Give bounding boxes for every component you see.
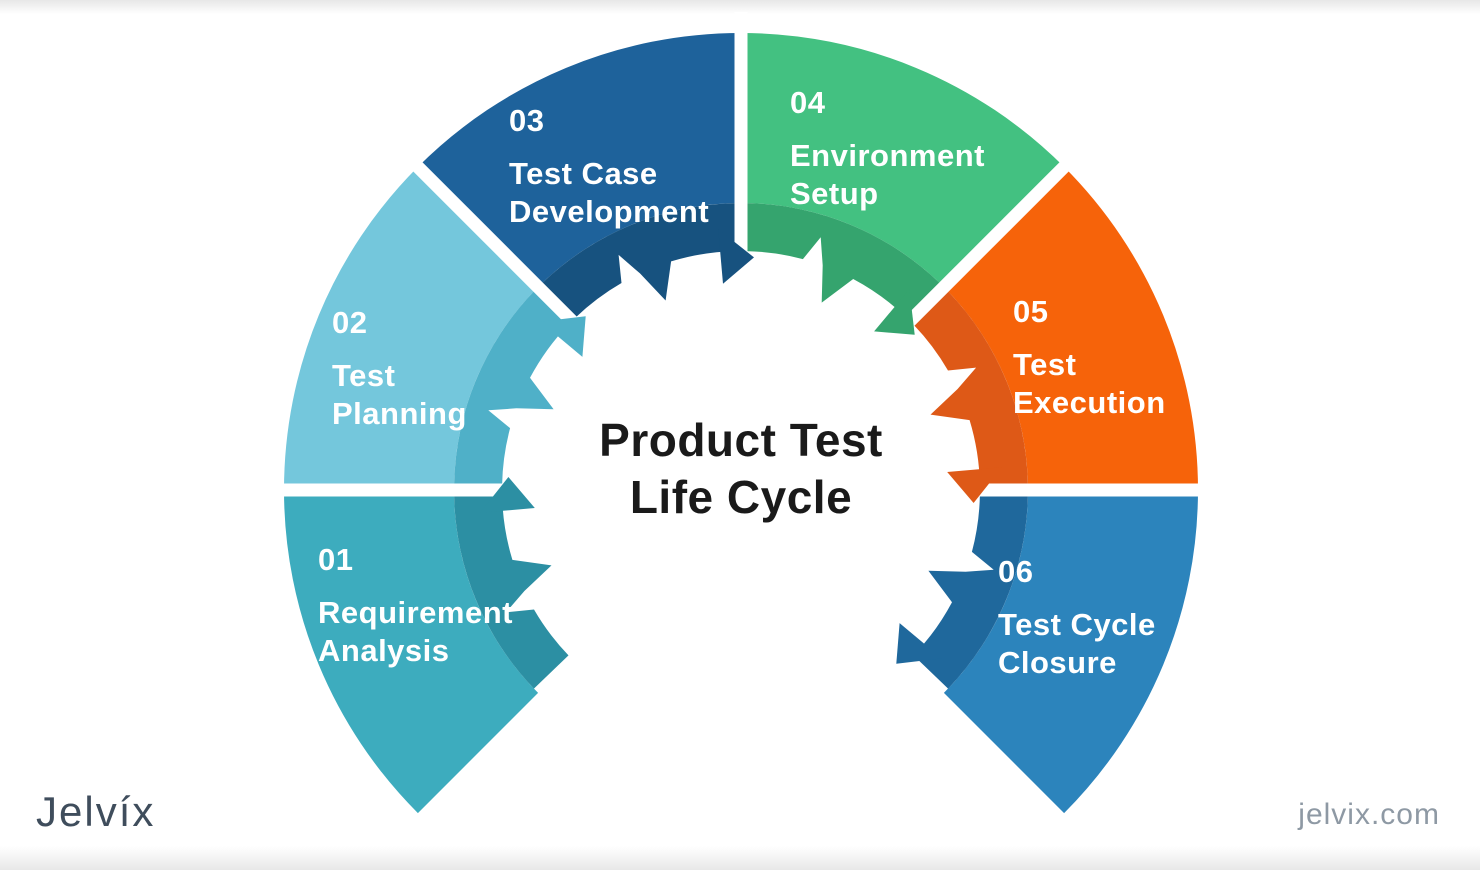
segment-03-number: 03 bbox=[509, 103, 545, 138]
segment-06-flow-arrow bbox=[896, 623, 942, 664]
ring-inner-bands bbox=[454, 203, 1028, 689]
segment-04-sector bbox=[741, 33, 1065, 288]
segment-05-band bbox=[913, 291, 1028, 485]
segment-separator bbox=[877, 147, 1084, 354]
segment-04-band bbox=[746, 203, 940, 318]
ring-sectors bbox=[284, 33, 1198, 814]
segment-01-label-block: 01 Requirement Analysis bbox=[318, 542, 513, 670]
segment-06-band bbox=[913, 495, 1028, 689]
segment-06-sector bbox=[943, 490, 1198, 814]
segment-02-band bbox=[454, 291, 569, 485]
segment-06-label-line2: Closure bbox=[998, 645, 1117, 680]
segment-03-label-block: 03 Test Case Development bbox=[509, 103, 710, 231]
segment-separator bbox=[398, 147, 605, 354]
segment-01-flow-arrow bbox=[480, 477, 535, 513]
segment-01-sector bbox=[284, 490, 539, 814]
segment-02-label-line1: Test bbox=[332, 358, 396, 393]
segment-01-label-line1: Requirement bbox=[318, 595, 513, 630]
segment-02-label-line2: Planning bbox=[332, 396, 467, 431]
segment-02-number: 02 bbox=[332, 305, 368, 340]
segment-05-label-line1: Test bbox=[1013, 347, 1077, 382]
diagram-title: Product Test Life Cycle bbox=[599, 412, 883, 526]
ring-arrow-teeth bbox=[480, 229, 1002, 664]
segment-05-label-line2: Execution bbox=[1013, 385, 1166, 420]
segment-04-number: 04 bbox=[790, 85, 826, 120]
segment-02-label-block: 02 Test Planning bbox=[332, 305, 467, 433]
segment-05-number: 05 bbox=[1013, 294, 1049, 329]
segment-03-label-line1: Test Case bbox=[509, 156, 658, 191]
jelvix-logo: Jelvíx bbox=[36, 788, 156, 835]
segment-04-flow-arrow bbox=[874, 289, 915, 335]
segment-04-label-block: 04 Environment Setup bbox=[790, 85, 985, 213]
segment-02-flow-arrow bbox=[540, 316, 586, 357]
segment-03-sector bbox=[417, 33, 741, 288]
segment-06-label-line1: Test Cycle bbox=[998, 607, 1156, 642]
segment-06-number: 06 bbox=[998, 554, 1034, 589]
ring-separators bbox=[263, 12, 1219, 497]
segment-03-flow-arrow bbox=[718, 229, 754, 284]
segment-01-label-line2: Analysis bbox=[318, 633, 450, 668]
segment-06-label-block: 06 Test Cycle Closure bbox=[998, 554, 1156, 682]
segment-04-label-line2: Setup bbox=[790, 176, 879, 211]
segment-04-label-line1: Environment bbox=[790, 138, 985, 173]
segment-01-band bbox=[454, 495, 569, 689]
segment-02-sector bbox=[284, 166, 539, 490]
segment-05-flow-arrow bbox=[947, 467, 1002, 503]
segment-05-label-block: 05 Test Execution bbox=[1013, 294, 1166, 422]
diagram-title-line2: Life Cycle bbox=[629, 471, 853, 523]
segment-01-number: 01 bbox=[318, 542, 354, 577]
segment-05-sector bbox=[943, 166, 1198, 490]
segment-03-band bbox=[542, 203, 736, 318]
website-url: jelvix.com bbox=[1298, 798, 1440, 831]
diagram-title-line1: Product Test bbox=[599, 414, 883, 466]
segment-03-label-line2: Development bbox=[509, 194, 710, 229]
